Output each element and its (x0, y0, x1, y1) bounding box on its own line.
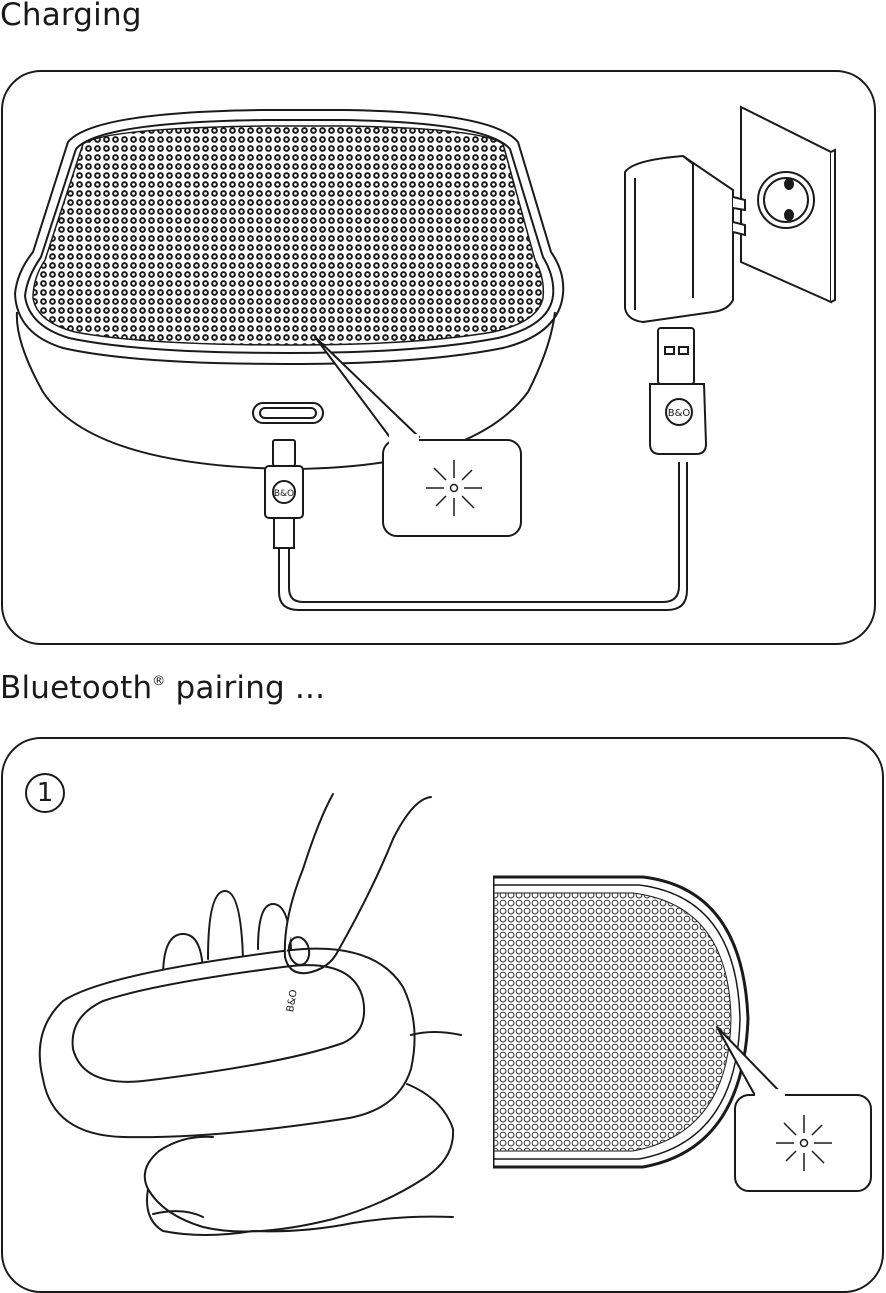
wall-socket (741, 107, 835, 302)
charging-illustration: B&O B&O (3, 72, 876, 645)
speaker-grille (33, 126, 543, 345)
bluetooth-illustration: B&O (3, 739, 884, 1293)
hand-holding-speaker: B&O (40, 794, 461, 1235)
charging-illustration-panel: B&O B&O (1, 70, 876, 645)
light-indicator-callout (717, 1027, 871, 1191)
usb-a-plug: B&O (650, 328, 706, 454)
bo-logo-icon: B&O (274, 489, 294, 499)
svg-text:B&O: B&O (668, 408, 691, 419)
section-title-charging: Charging (0, 0, 142, 31)
heading-text: Bluetooth (0, 670, 152, 706)
registered-mark: ® (152, 674, 165, 689)
power-adapter (625, 156, 745, 322)
speaker-grille-closeup (493, 877, 748, 1167)
light-indicator-callout (315, 337, 521, 536)
heading-suffix: pairing ... (166, 670, 326, 706)
section-title-bluetooth-pairing: Bluetooth® pairing ... (0, 673, 325, 704)
bluetooth-pairing-panel: 1 B&O (1, 737, 884, 1293)
